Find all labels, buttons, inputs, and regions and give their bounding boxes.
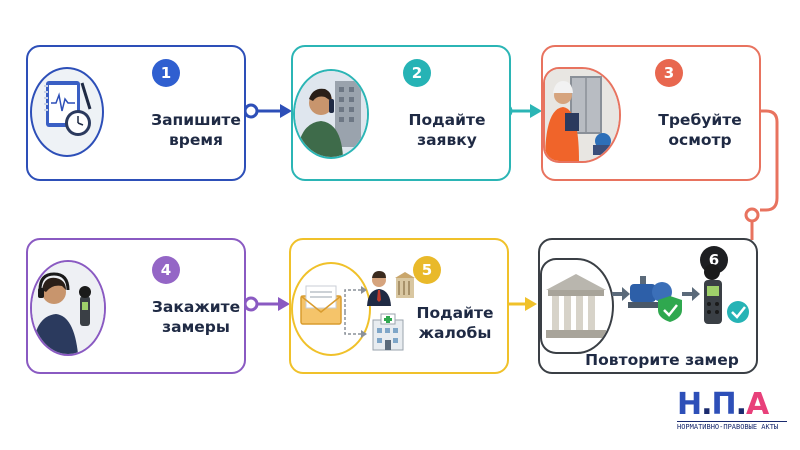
- courthouse-icon: [546, 274, 606, 338]
- hospital-icon: [372, 313, 404, 351]
- step-card-5: 5 Подайте жалобы: [289, 238, 509, 374]
- step-5-badge: 5: [413, 256, 441, 284]
- step-2-label-line2: заявку: [417, 131, 477, 149]
- step-card-1: 1 Запишите время: [26, 45, 246, 181]
- step-1-label-line2: время: [168, 131, 224, 149]
- step-5-label-line2: жалобы: [418, 324, 492, 342]
- step-6-photo: [540, 258, 614, 354]
- routing-arrows: [344, 286, 367, 338]
- arrow-right-icon: [612, 287, 630, 301]
- pump-shield-icon: [628, 276, 682, 322]
- step-3-label-line1: Требуйте: [658, 111, 742, 129]
- official-icon: [367, 271, 415, 306]
- envelope-icon: [300, 285, 342, 325]
- step-1-badge: 1: [152, 59, 180, 87]
- logo-dot-1: .: [701, 387, 712, 422]
- step-3-photo: [543, 67, 621, 163]
- step-4-label-line2: замеры: [162, 318, 230, 336]
- step-5-photo: [291, 262, 371, 356]
- step-2-badge: 2: [403, 59, 431, 87]
- step-1-label-line1: Запишите: [151, 111, 241, 129]
- logo-dot-2: .: [735, 387, 747, 422]
- step-4-label: Закажите замеры: [146, 297, 246, 337]
- step-3-badge: 3: [655, 59, 683, 87]
- step-5-label-line1: Подайте: [416, 304, 494, 322]
- logo-letter-p: П: [711, 387, 737, 422]
- step-2-label: Подайте заявку: [397, 110, 497, 150]
- logo-letter-a: А: [746, 387, 769, 422]
- step-card-4: 4 Закажите замеры: [26, 238, 246, 374]
- arrow-right-icon-2: [682, 287, 700, 301]
- notepad-clock-icon: [44, 81, 92, 136]
- step-6-label: Повторите замер: [585, 351, 739, 369]
- person-phone-icon: [295, 71, 367, 157]
- step-2-label-line1: Подайте: [408, 111, 486, 129]
- inspector-elevator-icon: [545, 69, 619, 161]
- step-card-6: 6 Повторите замер: [538, 238, 758, 374]
- step-4-label-line1: Закажите: [151, 298, 241, 316]
- step-1-label: Запишите время: [146, 110, 246, 150]
- step-1-photo: [30, 67, 104, 157]
- step-card-2: 2 Подайте заявку: [291, 45, 511, 181]
- step-card-3: 3 Требуйте осмотр: [541, 45, 761, 181]
- step-2-photo: [293, 69, 369, 159]
- npa-logo: Н.П.А НОРМАТИВНО-ПРАВОВЫЕ АКТЫ: [677, 390, 787, 431]
- logo-letters: Н.П.А: [677, 390, 787, 420]
- step-4-photo: [30, 260, 106, 356]
- step-5-label: Подайте жалобы: [407, 303, 503, 343]
- sound-meter-check-icon: [704, 264, 749, 324]
- step-3-label: Требуйте осмотр: [645, 110, 755, 150]
- logo-subtitle: НОРМАТИВНО-ПРАВОВЫЕ АКТЫ: [677, 421, 787, 431]
- person-sound-meter-icon: [32, 262, 104, 354]
- step-3-label-line2: осмотр: [668, 131, 732, 149]
- step-4-badge: 4: [152, 256, 180, 284]
- logo-letter-n: Н: [677, 387, 702, 422]
